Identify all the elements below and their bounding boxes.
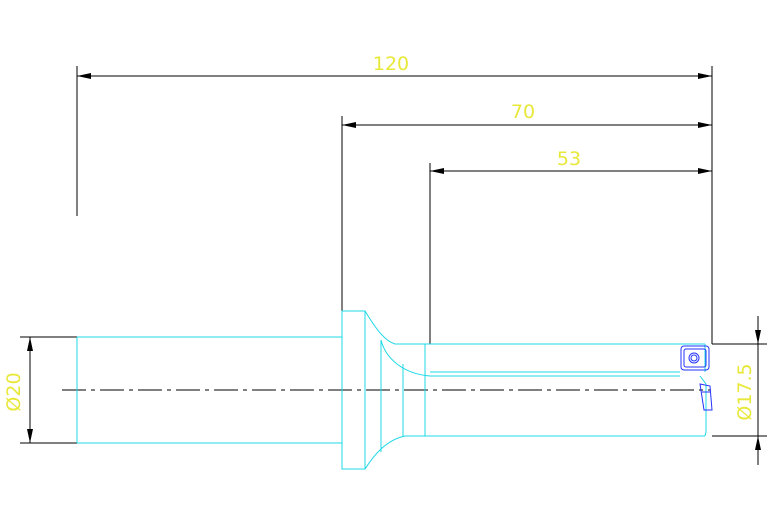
dimension-flute-length-label: 53 [557,148,581,170]
dimension-overall-length-label: 120 [373,53,409,75]
dimension-cutting-diameter: Ø17.5 [712,316,767,465]
extension-lines [76,66,713,344]
upper-flute-curve [380,339,431,377]
dimension-body-length-label: 70 [511,101,535,123]
dimension-shank-diameter: Ø20 [3,336,77,444]
square-insert-icon [680,345,713,411]
flute-outline [430,343,705,437]
upper-transition [364,310,430,345]
dimension-shank-diameter-label: Ø20 [3,372,25,411]
dimension-body-length: 70 [342,101,712,128]
dimension-flute-length: 53 [430,148,712,174]
shank-outline [76,336,342,444]
lower-transition [364,435,430,470]
dimension-overall-length: 120 [77,53,712,79]
flute-tip [699,375,707,437]
dimension-cutting-diameter-label: Ø17.5 [734,363,756,420]
tool-body [76,310,707,470]
